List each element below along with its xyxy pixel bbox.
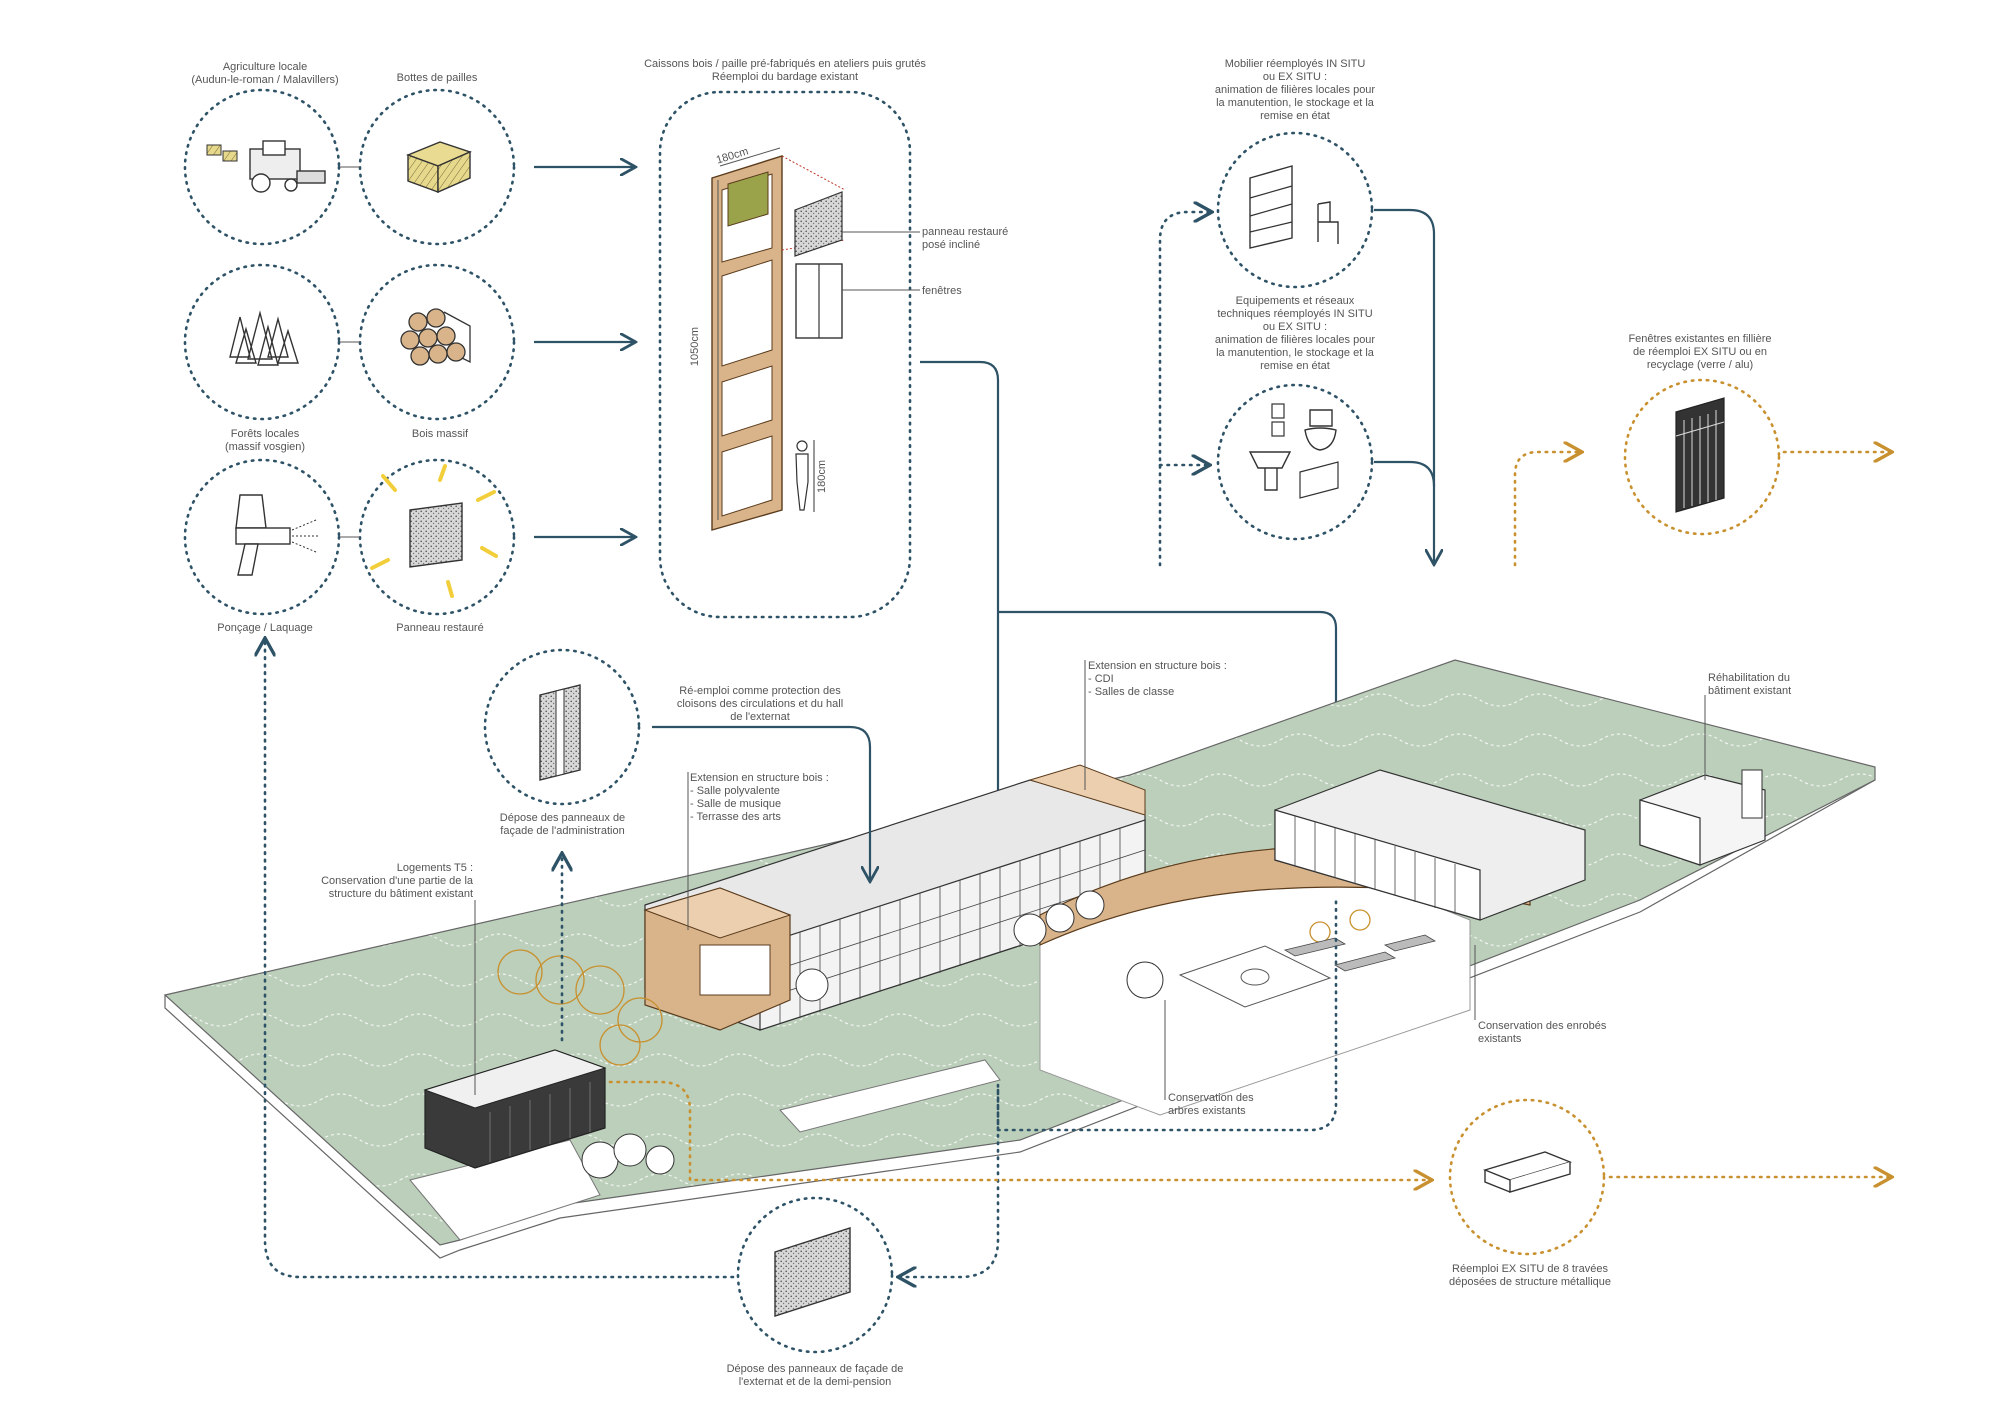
shelf-chair-icon bbox=[1249, 165, 1339, 249]
arrow-back-to-poncage bbox=[265, 640, 735, 1279]
label-mobilier: Mobilier réemployés IN SITU ou EX SITU :… bbox=[1214, 58, 1376, 122]
arrow-mobilier-out bbox=[1374, 208, 1434, 563]
scale-person-icon bbox=[795, 440, 815, 512]
steel-beam-icon bbox=[1482, 1151, 1573, 1193]
forest-icon bbox=[229, 310, 299, 366]
basketball-court bbox=[1178, 945, 1332, 1008]
label-bois-massif: Bois massif bbox=[411, 428, 469, 440]
arrow-in-fenetres bbox=[1513, 452, 1580, 567]
label-equipements: Equipements et réseaux techniques réempl… bbox=[1214, 295, 1376, 372]
facade-panel-icon bbox=[539, 684, 581, 781]
circle-bottes bbox=[358, 88, 516, 246]
caisson-box bbox=[658, 90, 920, 619]
label-extension-cdi: Extension en structure bois : - CDI - Sa… bbox=[1088, 660, 1227, 698]
label-caissons: Caissons bois / paille pré-fabriqués en … bbox=[644, 58, 926, 83]
site-plan bbox=[163, 659, 1876, 1259]
label-logements: Logements T5 : Conservation d'une partie… bbox=[321, 862, 473, 900]
arrow-caisson-to-site bbox=[920, 360, 998, 840]
spray-gun-icon bbox=[235, 494, 320, 576]
cdi-building bbox=[1274, 769, 1586, 921]
arrow-to-cdi bbox=[998, 610, 1336, 775]
arrow-to-steel-beam bbox=[608, 1080, 1430, 1180]
circle-depose-admin bbox=[483, 648, 641, 806]
label-agriculture: Agriculture locale (Audun-le-roman / Mal… bbox=[191, 61, 339, 86]
circle-reemploi-ex-situ bbox=[1448, 1098, 1606, 1256]
label-extension-salle: Extension en structure bois : - Salle po… bbox=[690, 772, 829, 823]
dim-1050: 1050cm bbox=[689, 326, 702, 367]
label-reemploi-ex-situ: Réemploi EX SITU de 8 travées déposées d… bbox=[1448, 1263, 1612, 1288]
label-depose-admin: Dépose des panneaux de façade de l'admin… bbox=[499, 812, 626, 837]
circle-equipements bbox=[1216, 383, 1374, 541]
window-frames bbox=[795, 263, 843, 339]
circle-depose-externat bbox=[736, 1196, 894, 1354]
label-conservation-enrobes: Conservation des enrobés existants bbox=[1478, 1020, 1607, 1045]
harvester-icon bbox=[206, 140, 326, 193]
timber-frame bbox=[711, 155, 846, 531]
orange-trees bbox=[497, 909, 1371, 1066]
label-fenetres: fenêtres bbox=[922, 285, 962, 297]
planters bbox=[1283, 934, 1437, 972]
loop-site-right bbox=[996, 898, 1338, 1132]
arrow-to-externat-panel bbox=[900, 1088, 1000, 1277]
straw-bale-icon bbox=[406, 141, 472, 194]
facade-panel-icon bbox=[774, 1227, 851, 1317]
label-rehabilitation: Réhabilitation du bâtiment existant bbox=[1708, 672, 1792, 697]
arrow-reemploi-protection bbox=[652, 725, 870, 880]
label-depose-externat: Dépose des panneaux de façade de l'exter… bbox=[726, 1363, 904, 1388]
panel-inclined bbox=[794, 191, 843, 257]
label-fenetres-existantes: Fenêtres existantes en fillière de réemp… bbox=[1628, 333, 1772, 371]
arrow-equipements-out bbox=[1374, 460, 1436, 487]
label-forets: Forêts locales (massif vosgien) bbox=[224, 428, 306, 453]
main-building bbox=[643, 764, 1146, 1031]
dim-line-width bbox=[719, 147, 781, 167]
label-panneau-pose: panneau restauré posé incliné bbox=[922, 226, 1009, 251]
label-reemploi-protection: Ré-emploi comme protection des cloisons … bbox=[676, 685, 844, 723]
label-conservation-arbres: Conservation des arbres existants bbox=[1168, 1092, 1254, 1117]
circle-panneau-restaure bbox=[358, 458, 516, 616]
trees bbox=[581, 890, 1164, 1179]
circle-mobilier bbox=[1216, 131, 1374, 289]
arrow-in-mobilier bbox=[1158, 212, 1210, 567]
label-panneau-restaure: Panneau restauré bbox=[396, 622, 484, 634]
sanitary-equipment-icon bbox=[1248, 403, 1339, 499]
restored-panel-icon bbox=[370, 464, 498, 598]
circle-bois-massif bbox=[358, 263, 516, 421]
circle-agriculture bbox=[183, 88, 341, 246]
circle-poncage bbox=[183, 458, 341, 616]
logements-building bbox=[423, 1049, 607, 1169]
window-icon bbox=[1675, 397, 1725, 513]
circle-fenetres-existantes bbox=[1623, 378, 1781, 536]
label-poncage: Ponçage / Laquage bbox=[217, 622, 313, 634]
circle-forets bbox=[183, 263, 341, 421]
label-bottes: Bottes de pailles bbox=[396, 72, 478, 84]
dim-180-person: 180cm bbox=[816, 459, 829, 494]
log-pile-icon bbox=[400, 308, 471, 366]
rehab-building bbox=[1639, 769, 1766, 866]
